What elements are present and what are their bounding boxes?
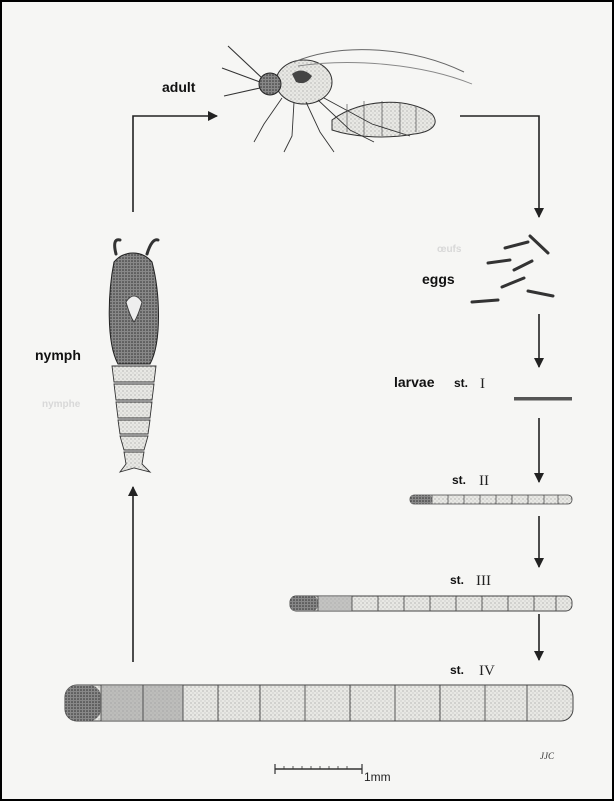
artist-signature: JJC xyxy=(540,751,555,761)
stage1-numeral: I xyxy=(480,376,485,392)
label-nymph-ghost: nymphe xyxy=(42,399,81,410)
label-adult: adult xyxy=(162,79,196,95)
scale-label: 1mm xyxy=(364,770,391,784)
stage4-numeral: IV xyxy=(479,663,495,679)
label-larvae: larvae xyxy=(394,374,435,390)
label-nymph: nymph xyxy=(35,347,81,363)
larva-stage-4 xyxy=(65,685,573,721)
larva-stage-2 xyxy=(410,495,572,504)
nymph-illustration xyxy=(109,240,158,472)
arrow-nymph-to-adult xyxy=(133,116,217,212)
label-eggs-ghost: œufs xyxy=(437,244,462,255)
stage3-numeral: III xyxy=(476,573,491,589)
arrow-adult-to-eggs xyxy=(460,116,539,217)
scale-bar xyxy=(275,764,362,774)
eggs-illustration xyxy=(472,236,553,302)
stage4-prefix: st. xyxy=(450,663,464,677)
stage2-numeral: II xyxy=(479,473,489,489)
stage2-prefix: st. xyxy=(452,473,466,487)
stage3-prefix: st. xyxy=(450,573,464,587)
stage1-prefix: st. xyxy=(454,376,468,390)
larva-stage-1 xyxy=(514,397,572,401)
adult-midge-illustration xyxy=(222,46,472,152)
larva-stage-3 xyxy=(290,596,572,611)
label-eggs: eggs xyxy=(422,271,455,287)
